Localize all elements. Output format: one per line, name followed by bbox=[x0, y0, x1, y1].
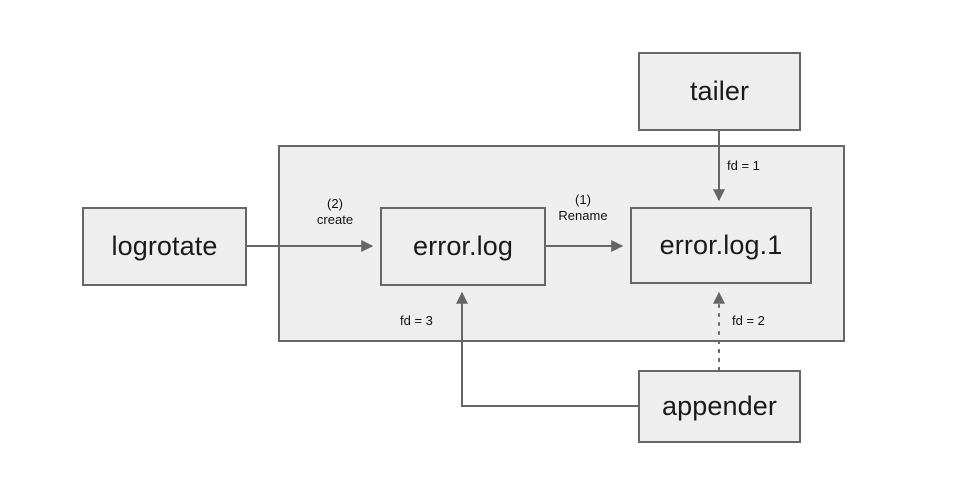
edge-label-create-step: (2) bbox=[327, 196, 343, 211]
edge-label-rename-text: Rename bbox=[558, 208, 608, 224]
edge-label-create: (2) create bbox=[290, 196, 380, 229]
edge-label-fd2-text: fd = 2 bbox=[732, 313, 765, 328]
node-tailer-label: tailer bbox=[689, 76, 750, 106]
edge-label-fd1-text: fd = 1 bbox=[727, 158, 760, 173]
node-error-log-1-label: error.log.1 bbox=[659, 230, 783, 260]
node-logrotate[interactable]: logrotate bbox=[82, 207, 247, 286]
edge-label-fd1: fd = 1 bbox=[727, 158, 760, 174]
node-error-log[interactable]: error.log bbox=[380, 207, 546, 286]
edge-label-fd3: fd = 3 bbox=[400, 313, 433, 329]
node-appender-label: appender bbox=[662, 391, 777, 421]
node-error-log-1[interactable]: error.log.1 bbox=[630, 207, 812, 284]
node-tailer[interactable]: tailer bbox=[638, 52, 801, 131]
edge-label-fd2: fd = 2 bbox=[732, 313, 765, 329]
edge-label-fd3-text: fd = 3 bbox=[400, 313, 433, 328]
node-error-log-label: error.log bbox=[413, 231, 513, 261]
edge-label-rename: (1) Rename bbox=[543, 192, 623, 225]
edge-label-create-text: create bbox=[316, 212, 354, 228]
node-appender[interactable]: appender bbox=[638, 370, 801, 443]
edge-label-rename-step: (1) bbox=[575, 192, 591, 207]
node-logrotate-label: logrotate bbox=[111, 231, 218, 261]
